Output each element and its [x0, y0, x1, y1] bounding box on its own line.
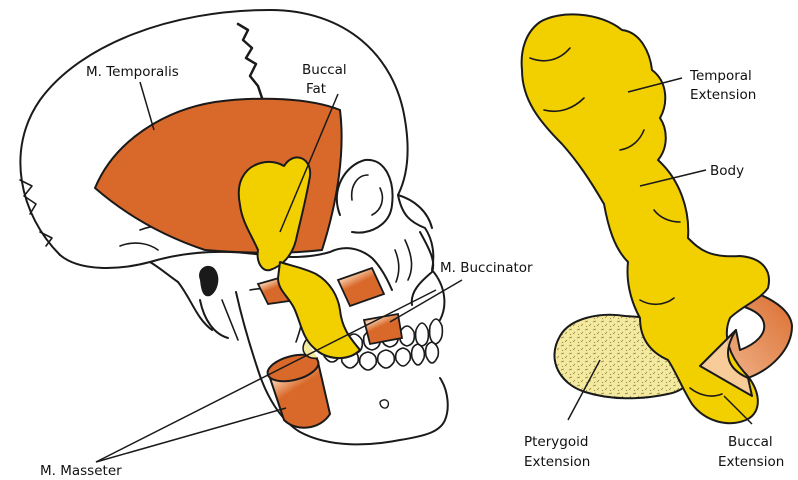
leader-masseter-b — [96, 290, 436, 462]
label-buccinator: M. Buccinator — [440, 260, 533, 276]
label-buccal-ext-1: Buccal — [728, 434, 773, 450]
nasal-aperture — [395, 240, 412, 282]
label-pterygoid-ext-2: Extension — [524, 454, 590, 470]
lambdoid-suture — [20, 180, 52, 246]
label-temporal-ext-2: Extension — [690, 87, 756, 103]
label-body: Body — [710, 163, 744, 179]
label-pterygoid-ext-1: Pterygoid — [524, 434, 588, 450]
leader-buccinator — [390, 280, 462, 322]
mental-foramen — [380, 400, 388, 408]
label-temporal-ext-1: Temporal — [689, 68, 752, 84]
label-buccal-fat-1: Buccal — [302, 62, 347, 78]
label-buccal-ext-2: Extension — [718, 454, 784, 470]
label-buccal-fat-2: Fat — [306, 81, 326, 97]
label-temporalis: M. Temporalis — [86, 64, 179, 80]
leader-masseter-a — [96, 408, 286, 462]
orbit-outline — [337, 160, 393, 233]
zygomatic-arch — [150, 252, 330, 262]
orbit-inner — [352, 175, 383, 215]
leader-temporalis — [140, 82, 154, 130]
masseter-muscle — [265, 350, 330, 428]
mandible-outline — [236, 292, 448, 444]
label-masseter: M. Masseter — [40, 463, 122, 479]
styloid — [222, 300, 238, 340]
external-acoustic-meatus — [199, 266, 218, 296]
